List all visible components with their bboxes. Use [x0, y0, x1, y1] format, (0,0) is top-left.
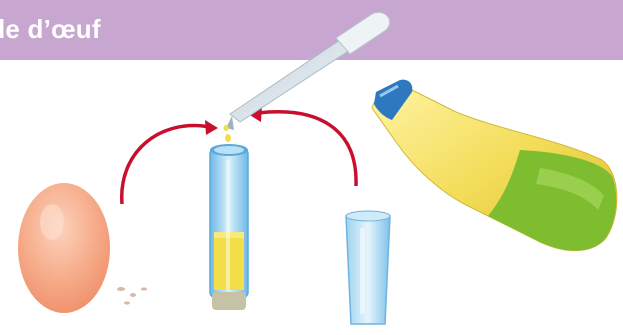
- eggshell-bits: [117, 287, 147, 305]
- test-tube-icon: [210, 144, 248, 310]
- egg-icon: [18, 183, 110, 313]
- curved-arrow-right-icon: [248, 106, 356, 186]
- bottle-icon: [372, 80, 617, 251]
- curved-arrow-left-icon: [122, 120, 218, 204]
- pipette-icon: [226, 12, 390, 130]
- beaker-icon: [346, 211, 390, 324]
